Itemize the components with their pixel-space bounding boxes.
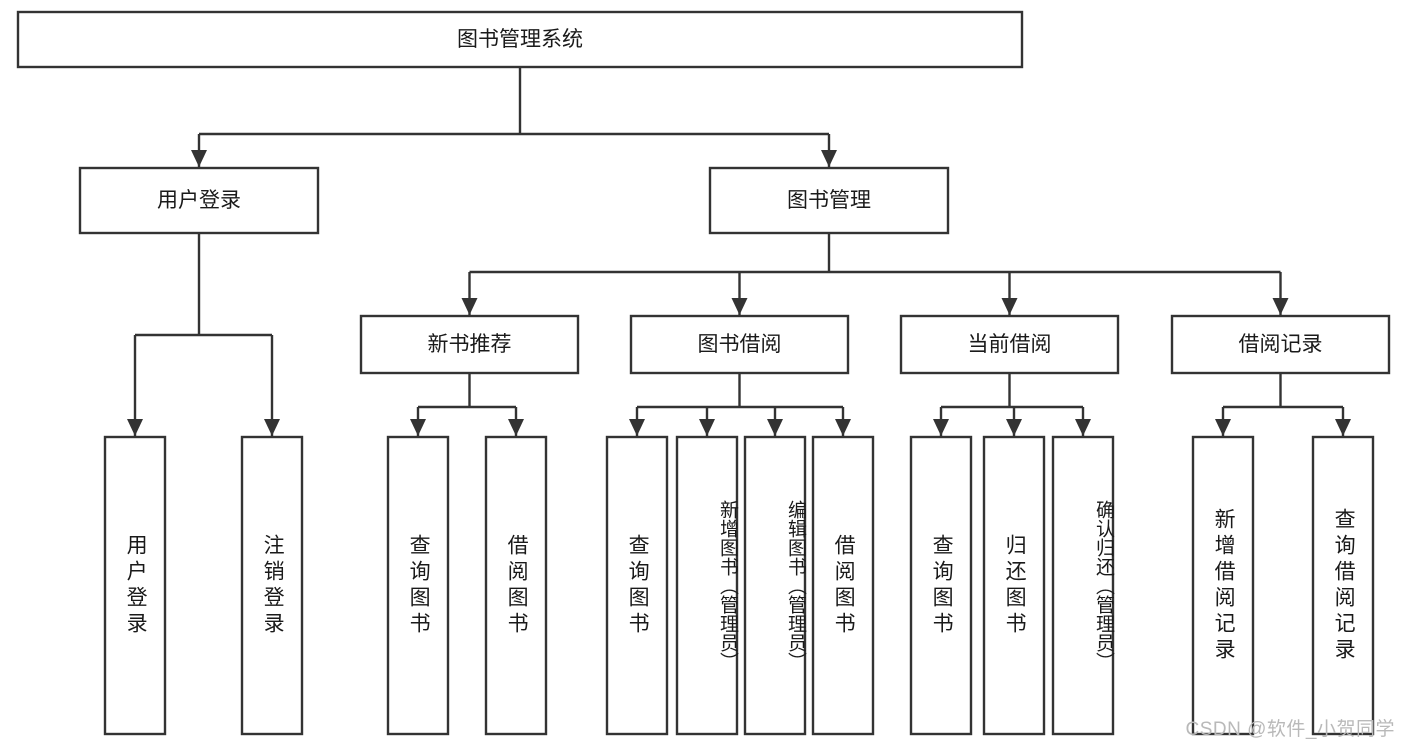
arrow-head-leaf_1 xyxy=(264,419,280,436)
arrow-head-leaf_3 xyxy=(508,419,524,436)
node-label-l2_0: 新书推荐 xyxy=(428,333,512,356)
boxes-layer xyxy=(16,10,1391,736)
node-box-leaf_8[interactable] xyxy=(909,435,973,736)
node-label-l1_0: 用户登录 xyxy=(157,189,241,212)
node-box-leaf_5[interactable] xyxy=(675,435,739,736)
node-label-l2_1: 图书借阅 xyxy=(698,333,782,356)
arrow-head-leaf_12 xyxy=(1335,419,1351,436)
node-box-root[interactable] xyxy=(16,10,1024,69)
arrow-head-leaf_10 xyxy=(1075,419,1091,436)
arrow-head-leaf_7 xyxy=(835,419,851,436)
node-box-l1_0[interactable] xyxy=(78,166,320,235)
node-box-leaf_0[interactable] xyxy=(103,435,167,736)
node-box-l2_3[interactable] xyxy=(1170,314,1391,375)
arrow-head-l2_3 xyxy=(1272,298,1289,315)
node-box-leaf_10[interactable] xyxy=(1051,435,1115,736)
csdn-watermark: CSDN @软件_小贺同学 xyxy=(1185,719,1395,740)
node-box-leaf_11[interactable] xyxy=(1191,435,1255,736)
node-label-l2_2: 当前借阅 xyxy=(968,333,1052,356)
node-box-l2_0[interactable] xyxy=(359,314,580,375)
arrow-head-l1_1 xyxy=(821,150,837,167)
node-box-l2_1[interactable] xyxy=(629,314,850,375)
node-box-leaf_4[interactable] xyxy=(605,435,669,736)
node-box-l1_1[interactable] xyxy=(708,166,950,235)
arrow-head-leaf_4 xyxy=(629,419,645,436)
arrow-head-leaf_8 xyxy=(933,419,949,436)
node-box-leaf_1[interactable] xyxy=(240,435,304,736)
node-label-l1_1: 图书管理 xyxy=(787,189,871,212)
arrow-head-leaf_0 xyxy=(127,419,143,436)
node-label-root: 图书管理系统 xyxy=(457,28,583,51)
node-box-leaf_6[interactable] xyxy=(743,435,807,736)
arrow-head-leaf_9 xyxy=(1006,419,1022,436)
node-box-leaf_12[interactable] xyxy=(1311,435,1375,736)
edges-layer xyxy=(127,67,1351,436)
node-box-leaf_9[interactable] xyxy=(982,435,1046,736)
node-label-l2_3: 借阅记录 xyxy=(1239,333,1323,356)
node-box-leaf_7[interactable] xyxy=(811,435,875,736)
node-box-leaf_2[interactable] xyxy=(386,435,450,736)
arrow-head-l1_0 xyxy=(191,150,207,167)
node-box-l2_2[interactable] xyxy=(899,314,1120,375)
arrow-head-l2_2 xyxy=(1001,298,1018,315)
arrow-head-leaf_6 xyxy=(767,419,783,436)
node-box-leaf_3[interactable] xyxy=(484,435,548,736)
arrow-head-l2_0 xyxy=(461,298,478,315)
arrow-head-leaf_5 xyxy=(699,419,715,436)
arrow-head-leaf_11 xyxy=(1215,419,1231,436)
arrow-head-leaf_2 xyxy=(410,419,426,436)
arrow-head-l2_1 xyxy=(731,298,748,315)
